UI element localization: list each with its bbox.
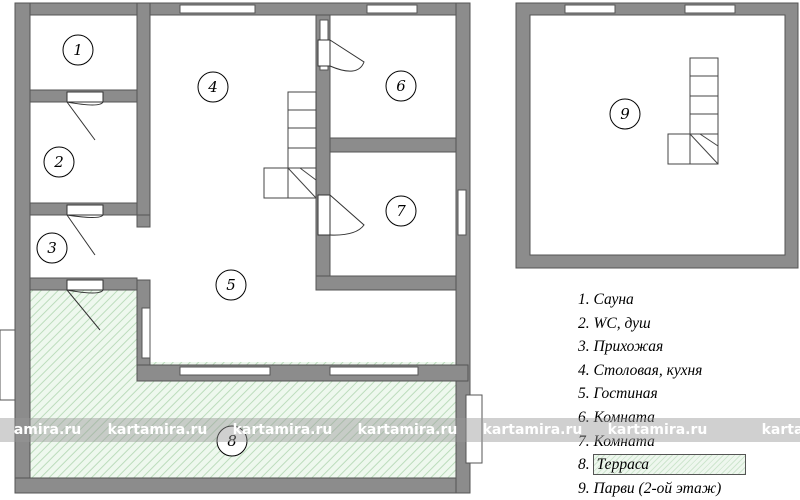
walls — [14, 2, 471, 494]
watermark-text: kartamira.ru — [107, 422, 208, 438]
room-3-number: 3 — [47, 239, 57, 257]
stairs-first-floor — [263, 91, 317, 199]
room-6-number: 6 — [396, 77, 406, 95]
legend: 1. Сауна 2. WC, душ 3. Прихожая 4. Столо… — [578, 288, 746, 500]
room-7-number: 7 — [396, 202, 406, 220]
living-room-floor — [150, 290, 468, 362]
watermark-text: kartamira.ru — [607, 422, 708, 438]
room-8-number: 8 — [227, 432, 237, 450]
room-4-number: 4 — [207, 78, 218, 96]
room-5-number: 5 — [226, 276, 236, 294]
room-4-marker: 4 — [197, 71, 229, 103]
room-8-marker: 8 — [216, 425, 248, 457]
watermark-text: karta — [761, 422, 800, 438]
room-2-number: 2 — [53, 153, 64, 171]
second-floor — [515, 2, 799, 269]
room-7-marker: 7 — [385, 195, 417, 227]
room-3-marker: 3 — [36, 232, 68, 264]
doors — [66, 39, 365, 331]
watermark-text: kartamira.ru — [357, 422, 458, 438]
room-1-number: 1 — [73, 41, 83, 59]
legend-terrace-swatch: Терраса — [592, 454, 746, 476]
legend-terrace-number: 8. — [578, 456, 590, 474]
room-9-number: 9 — [620, 105, 630, 123]
watermark-text: amira.ru — [13, 422, 82, 438]
legend-item-hallway: 3. Прихожая — [578, 338, 664, 356]
room-2-marker: 2 — [43, 146, 75, 178]
legend-item-room-7: 7. Комната — [578, 432, 655, 450]
room-5-marker: 5 — [215, 269, 247, 301]
legend-item-wc: 2. WC, душ — [578, 314, 651, 332]
watermark-text: kartamira.ru — [482, 422, 583, 438]
legend-item-second-floor: 9. Парви (2-ой этаж) — [578, 479, 722, 497]
legend-item-sauna: 1. Сауна — [578, 291, 634, 308]
room-1-marker: 1 — [62, 34, 94, 66]
legend-item-living-room: 5. Гостиная — [578, 385, 658, 403]
room-9-marker: 9 — [609, 98, 641, 130]
room-6-marker: 6 — [385, 70, 417, 102]
windows — [0, 4, 483, 464]
watermark-strip: amira.ru kartamira.ru kartamira.ru karta… — [0, 418, 800, 442]
room-markers: 1 2 3 4 5 6 7 8 9 — [36, 34, 641, 457]
legend-item-dining-kitchen: 4. Столовая, кухня — [578, 361, 703, 379]
legend-item-room-6: 6. Комната — [578, 408, 655, 426]
legend-item-terrace: 8. Терраса — [578, 453, 746, 477]
watermark-text: kartamira.ru — [232, 422, 333, 438]
